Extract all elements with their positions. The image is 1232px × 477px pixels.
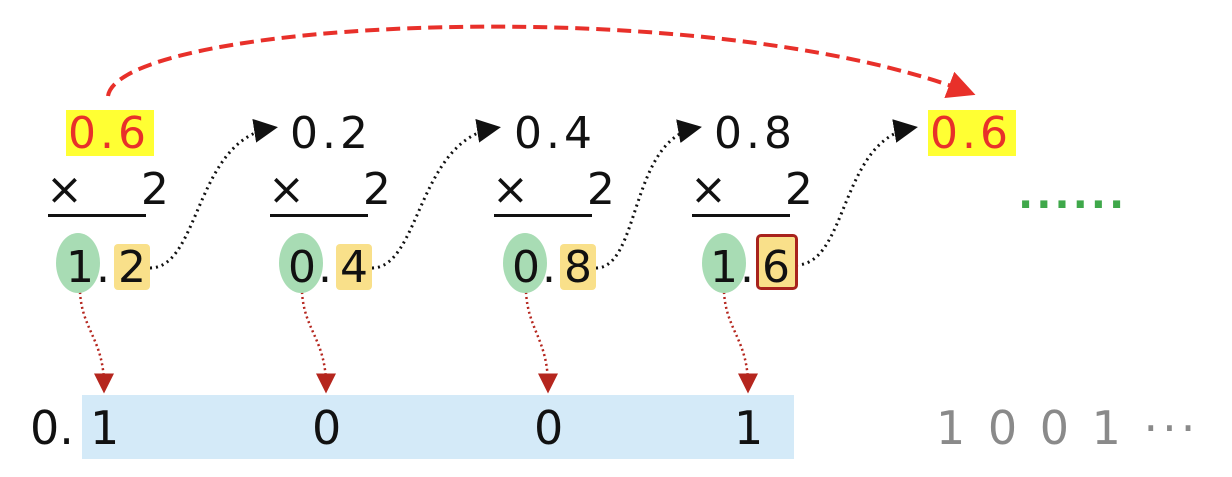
int-ellipse-4 bbox=[702, 233, 746, 293]
frac-digit-3: 8 bbox=[564, 242, 592, 293]
rule-4 bbox=[692, 214, 790, 217]
dot-4: . bbox=[740, 242, 754, 293]
int-digit-2: 0 bbox=[288, 242, 316, 293]
rule-2 bbox=[270, 214, 368, 217]
frac-box-4 bbox=[756, 234, 798, 290]
result-prefix: 0. bbox=[30, 401, 74, 455]
frac-box-1 bbox=[114, 244, 150, 290]
frac-digit-2: 4 bbox=[340, 242, 368, 293]
result-digit-4: 1 bbox=[734, 401, 764, 455]
rule-1 bbox=[48, 214, 146, 217]
dot-2: . bbox=[318, 242, 332, 293]
multiplicand-4: 0.8 bbox=[714, 108, 796, 159]
multiplier-1: × 2 bbox=[46, 164, 173, 215]
carry-arrow-2 bbox=[371, 118, 501, 270]
multiplicand-2: 0.2 bbox=[290, 108, 372, 159]
rule-3 bbox=[494, 214, 592, 217]
result-digit-2: 0 bbox=[312, 401, 342, 455]
int-digit-3: 0 bbox=[512, 242, 540, 293]
int-ellipse-1 bbox=[56, 233, 100, 293]
frac-box-2 bbox=[336, 244, 372, 290]
int-ellipse-2 bbox=[279, 233, 323, 293]
repeat-arc-arrow bbox=[106, 24, 976, 98]
frac-digit-4: 6 bbox=[762, 242, 790, 293]
repeat-value: 0.6 bbox=[928, 110, 1016, 156]
digit-arrow-3 bbox=[524, 291, 558, 394]
frac-digit-1: 2 bbox=[118, 242, 146, 293]
result-repeat-tail: 1 0 0 1 ··· bbox=[936, 401, 1200, 455]
digit-arrow-2 bbox=[300, 291, 336, 394]
carry-arrow-3 bbox=[595, 119, 702, 270]
digit-arrow-4 bbox=[722, 291, 758, 394]
multiplier-2: × 2 bbox=[268, 164, 395, 215]
continuation-dots: ...... bbox=[1018, 172, 1128, 218]
frac-box-3 bbox=[560, 244, 596, 290]
carry-arrow-4 bbox=[795, 119, 918, 267]
dot-1: . bbox=[96, 242, 110, 293]
result-digit-3: 0 bbox=[534, 401, 564, 455]
result-band bbox=[82, 395, 794, 459]
result-digit-1: 1 bbox=[90, 401, 120, 455]
digit-arrow-1 bbox=[78, 291, 114, 394]
multiplier-3: × 2 bbox=[492, 164, 619, 215]
int-digit-4: 1 bbox=[710, 242, 738, 293]
int-digit-1: 1 bbox=[66, 242, 94, 293]
start-value: 0.6 bbox=[66, 110, 154, 156]
multiplier-4: × 2 bbox=[690, 164, 817, 215]
dot-3: . bbox=[542, 242, 556, 293]
multiplicand-3: 0.4 bbox=[514, 108, 596, 159]
int-ellipse-3 bbox=[503, 233, 547, 293]
